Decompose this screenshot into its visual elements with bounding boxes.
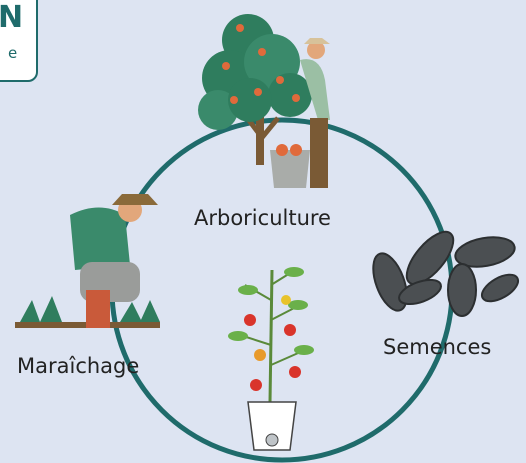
badge-letter: N: [0, 0, 24, 35]
label-semences: Semences: [383, 335, 492, 359]
logo-badge: N e: [0, 0, 38, 82]
orchard-worker-icon: [198, 14, 330, 188]
badge-letter-small: e: [8, 44, 18, 62]
label-maraichage: Maraîchage: [17, 354, 140, 378]
tomato-plant-icon: [228, 267, 314, 451]
label-arboriculture: Arboriculture: [194, 206, 331, 230]
gardener-icon: [15, 194, 160, 328]
sunflower-seeds-icon: [372, 230, 520, 317]
